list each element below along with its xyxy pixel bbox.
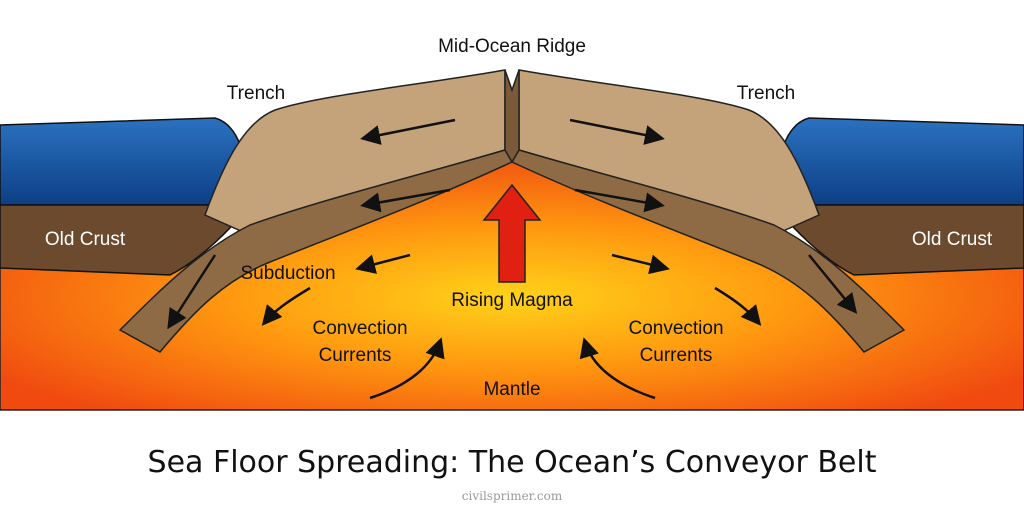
rising-magma-arrow: [482, 183, 542, 283]
label-mid-ocean-ridge: Mid-Ocean Ridge: [438, 36, 586, 57]
arrow-convection-right-2: [714, 286, 762, 326]
diagram-title: Sea Floor Spreading: The Ocean’s Conveyo…: [148, 445, 877, 480]
arrow-plate-right-front: [574, 188, 665, 213]
label-currents-right: Currents: [640, 345, 713, 366]
arrow-convection-left-3: [369, 337, 445, 400]
watermark: civilsprimer.com: [462, 489, 563, 503]
arrow-convection-left-1: [355, 253, 411, 274]
ocean-right: [773, 117, 1024, 206]
label-rising-magma: Rising Magma: [451, 290, 573, 311]
arrow-plate-right-top: [569, 118, 665, 145]
arrow-subduction-left: [167, 254, 217, 330]
left-plate-front: [118, 149, 514, 353]
arrow-subduction-right: [808, 254, 858, 314]
label-old-crust-left: Old Crust: [45, 229, 126, 250]
right-plate-front: [510, 149, 906, 353]
label-subduction: Subduction: [240, 263, 335, 284]
label-old-crust-right: Old Crust: [912, 229, 993, 250]
label-mantle: Mantle: [483, 379, 540, 400]
label-convection-left: Convection: [312, 318, 407, 339]
ridge-rift: [504, 69, 520, 164]
arrow-plate-left-top: [360, 118, 456, 145]
label-trench-left: Trench: [227, 83, 285, 104]
label-trench-right: Trench: [737, 83, 795, 104]
label-currents-left: Currents: [319, 345, 392, 366]
ocean-left: [0, 117, 251, 206]
arrow-convection-left-2: [261, 286, 311, 326]
arrow-plate-left-front: [360, 188, 451, 213]
arrow-convection-right-3: [579, 337, 656, 400]
arrow-convection-right-1: [611, 253, 670, 275]
label-convection-right: Convection: [628, 318, 723, 339]
